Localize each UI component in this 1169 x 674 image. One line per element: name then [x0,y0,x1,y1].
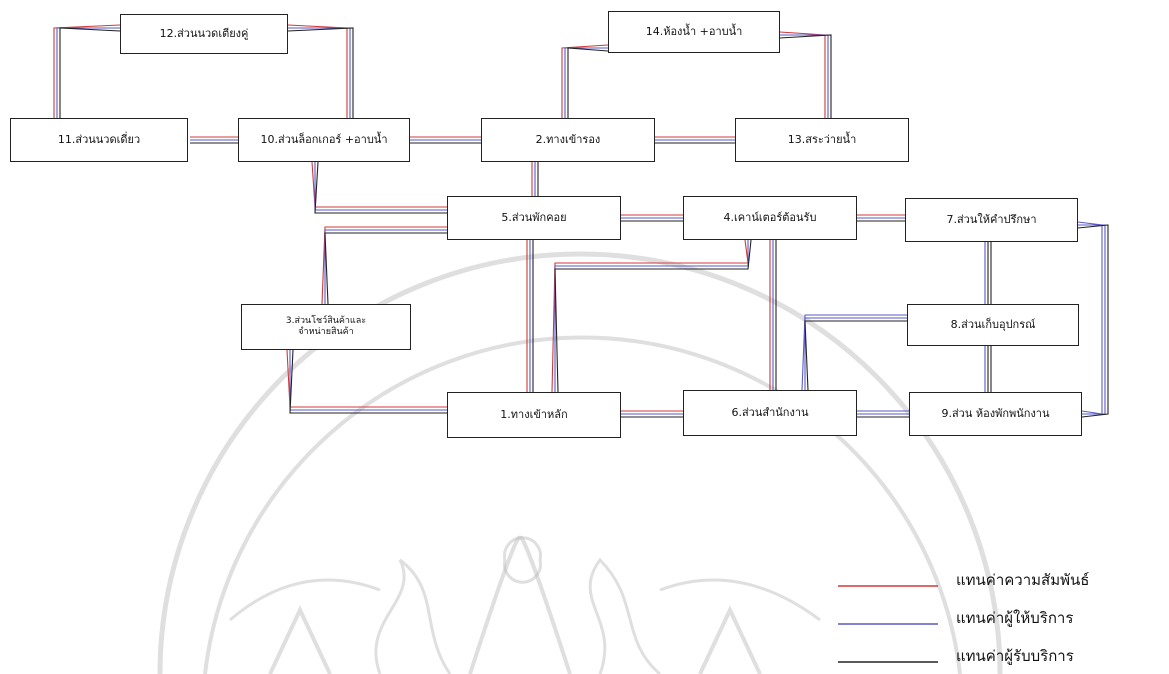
link-14-13-strand [780,34,829,118]
legend-customer-label: แทนค่าผู้รับบริการ [956,647,1074,665]
node-14-toilet-shower: 14.ห้องน้ำ +อาบน้ำ [608,11,780,53]
node-8-equipment-storage: 8.ส่วนเก็บอุปกรณ์ [907,304,1079,346]
link-5-3-strand [324,229,447,304]
link-2-14-strand [561,44,609,118]
watermark-stroke [203,335,962,674]
link-8-6-strand [804,317,907,390]
node-3-showroom-sales: 3.ส่วนโชว์สินค้าและ จำหน่ายสินค้า [241,304,411,350]
link-12-10-strand [287,24,348,118]
legend-swatches [838,585,938,663]
link-7-9-strand [1077,221,1103,415]
node-10-locker-shower: 10.ส่วนล็อกเกอร์ +อาบน้ำ [238,118,410,162]
watermark-stroke [374,558,452,674]
connection-lines [53,24,1109,418]
node-7-consultation: 7.ส่วนให้คำปรึกษา [905,198,1078,242]
link-8-6-strand [804,320,907,391]
link-12-10-strand [287,27,354,118]
link-3-1-strand [289,350,447,411]
link-10-5-strand [311,161,447,208]
node-13-swimming-pool: 13.สระว่ายน้ำ [735,118,909,162]
university-seal-watermark [157,251,1003,674]
link-12-10-strand [288,27,351,118]
link-11-12-strand [53,24,121,118]
legend-provider-label: แทนค่าผู้ให้บริการ [956,609,1074,627]
watermark-stroke [659,578,821,622]
link-3-1-strand [286,349,447,408]
link-14-13-strand [779,34,832,118]
link-2-14-strand [564,47,608,118]
link-11-12-strand [59,27,121,118]
link-10-5-strand [314,161,447,214]
link-2-14-strand [567,47,609,118]
legend-relation-label: แทนค่าความสัมพันธ์ [956,571,1090,589]
link-7-9-strand [1078,224,1106,415]
link-4-1-strand [551,239,749,393]
link-14-13-strand [779,31,826,118]
link-4-1-strand [554,240,749,392]
link-5-3-strand [324,232,447,305]
link-11-12-strand [56,27,120,118]
watermark-stroke [268,605,332,674]
node-6-office: 6.ส่วนสำนักงาน [683,390,857,436]
link-8-6-strand [801,314,907,391]
node-11-single-massage: 11.ส่วนนวดเดี่ยว [10,118,188,162]
node-12-couple-massage: 12.ส่วนนวดเตียงคู่ [120,14,288,54]
link-7-9-strand [1077,224,1109,418]
node-5-waiting-area: 5.ส่วนพักคอย [447,196,621,240]
node-9-staff-room: 9.ส่วน ห้องพักพนักงาน [909,392,1082,436]
watermark-stroke [698,605,762,674]
watermark-stroke [503,536,542,584]
watermark-stroke [229,578,381,622]
node-4-reception-counter: 4.เคาน์เตอร์ต้อนรับ [683,196,857,240]
node-2-secondary-entrance: 2.ทางเข้ารอง [481,118,655,162]
link-4-1-strand [554,239,752,393]
link-10-5-strand [314,162,447,211]
watermark-stroke [588,557,661,674]
node-1-main-entrance: 1.ทางเข้าหลัก [447,392,621,438]
watermark-stroke [468,535,572,674]
link-3-1-strand [289,349,447,414]
link-5-3-strand [321,226,447,305]
watermark-stroke [157,251,1003,674]
